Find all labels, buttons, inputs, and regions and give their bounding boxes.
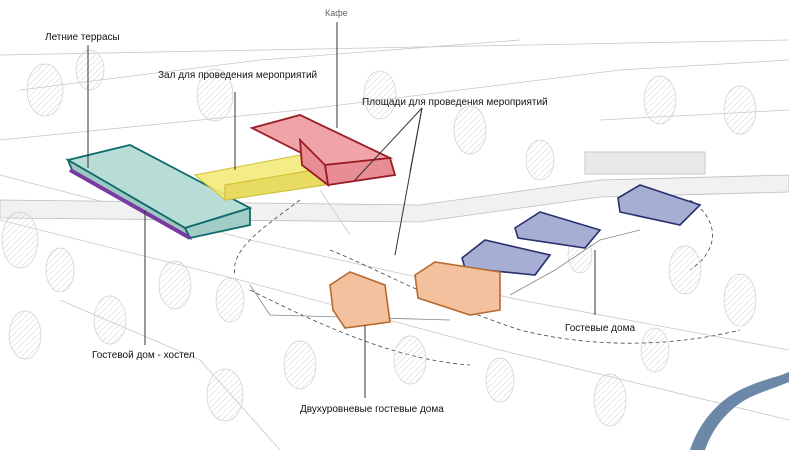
label-guest-houses: Гостевые дома [565,323,636,334]
river [690,372,789,450]
parking-area [584,151,706,175]
label-event-hall: Зал для проведения мероприятий [158,70,318,81]
label-summer-terraces: Летние террасы [45,32,120,43]
label-guest-hostel: Гостевой дом - хостел [92,350,195,361]
label-cafe: Кафе [325,8,348,18]
label-event-areas: Площади для проведения мероприятий [362,97,548,108]
label-two-level-houses: Двухуровневые гостевые дома [300,404,444,415]
cafe-building [249,114,397,188]
guest-houses [461,184,702,276]
trees [1,49,757,427]
two-level-houses [329,261,501,329]
leader-lines [87,22,596,398]
guest-hostel-building [65,144,253,241]
